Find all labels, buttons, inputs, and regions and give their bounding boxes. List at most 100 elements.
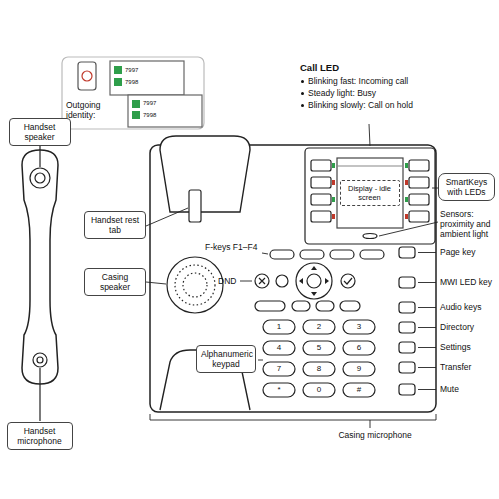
casing-speaker-grille	[167, 257, 223, 313]
screen-number: 7998	[143, 112, 173, 118]
side-key	[399, 362, 415, 373]
key-digit: *	[263, 386, 295, 394]
side-keys	[399, 247, 436, 395]
leader-line	[418, 327, 436, 328]
smart-key-led	[405, 163, 408, 168]
smartkeys	[311, 160, 429, 222]
handset-speaker-grille	[30, 168, 50, 188]
screen-bezel	[305, 148, 435, 244]
callout-label: Settings	[440, 342, 498, 352]
box-label: Display - idle screen	[345, 184, 395, 202]
leader-line	[39, 368, 40, 421]
screen-number: 7997	[125, 67, 155, 73]
box-label: Handset microphone	[12, 426, 68, 446]
box-label: SmartKeys with LEDs	[443, 177, 490, 197]
side-key	[399, 247, 415, 258]
f-key	[300, 250, 324, 259]
key-digit: 0	[303, 386, 335, 394]
screen-number: 7998	[125, 79, 155, 85]
audio-key	[255, 301, 285, 311]
callout-box: Casing speaker	[84, 268, 146, 296]
smart-key	[311, 177, 331, 188]
handset-cradle	[160, 350, 250, 410]
speaker-holes	[183, 273, 207, 297]
dnd-key	[276, 275, 288, 287]
callout-box: SmartKeys with LEDs	[438, 173, 495, 201]
callout-box: Handset rest tab	[84, 211, 146, 239]
leader-line	[418, 389, 436, 390]
key-digit: 1	[263, 323, 295, 331]
box-label: Casing speaker	[89, 272, 141, 292]
key-digit: #	[343, 386, 375, 394]
side-key	[399, 384, 415, 395]
mini-screen	[110, 61, 184, 95]
keypad-key	[263, 341, 295, 355]
callout-label: Page key	[440, 247, 498, 257]
keypad-key	[263, 383, 295, 397]
key-digit: 4	[263, 344, 295, 352]
leader-line	[418, 282, 436, 283]
screen-number: 7997	[143, 100, 173, 106]
side-key	[399, 302, 415, 313]
callout-label: Outgoing identity:	[66, 100, 112, 120]
callout-label: DND	[218, 276, 240, 286]
callout-note: Blinking fast: Incoming call	[300, 76, 458, 86]
keypad-key	[303, 383, 335, 397]
mini-icon	[132, 111, 140, 119]
keypad-keys	[263, 320, 375, 397]
handset-mic-inner	[37, 357, 43, 363]
f-key	[270, 250, 294, 259]
key-digit: 3	[343, 323, 375, 331]
nav-ring	[296, 263, 332, 299]
leader-line	[258, 360, 263, 361]
side-key	[399, 277, 415, 288]
nav-icon-ring	[82, 71, 92, 81]
callout-label: Casing microphone	[325, 430, 425, 440]
callout-label: Mute	[440, 384, 498, 394]
mini-icon	[132, 100, 140, 108]
keypad-key	[263, 320, 295, 334]
keypad-key	[343, 383, 375, 397]
callout-box: Handset speaker	[9, 118, 71, 146]
key-digit: 9	[343, 365, 375, 373]
audio-key	[292, 301, 310, 311]
smart-key-led	[332, 180, 335, 185]
leader-line	[240, 281, 252, 282]
keypad-key	[303, 362, 335, 376]
box-label: Alphanumeric keypad	[201, 349, 251, 369]
handset-rest	[160, 136, 250, 212]
smart-key-led	[332, 163, 335, 168]
microphone-bracket	[150, 414, 436, 428]
box-label: Handset rest tab	[89, 215, 141, 235]
leader-line	[418, 307, 436, 308]
keypad-key	[343, 320, 375, 334]
key-digit: 7	[263, 365, 295, 373]
side-key	[399, 322, 415, 333]
display	[337, 158, 403, 228]
leader-line	[146, 282, 166, 284]
handset-speaker-inner	[35, 173, 45, 183]
smart-key	[409, 177, 429, 188]
nav-ok	[307, 274, 321, 288]
nav-arrows	[299, 266, 329, 296]
handset-mic-grille	[33, 353, 47, 367]
leader-line	[379, 222, 438, 236]
cancel-symbol	[259, 278, 265, 284]
key-digit: 8	[303, 365, 335, 373]
keypad-key	[263, 362, 295, 376]
status-bar	[337, 165, 403, 166]
smart-key	[409, 160, 429, 171]
leader-line	[262, 253, 268, 254]
identity-frame	[62, 57, 204, 129]
key-digit: 5	[303, 344, 335, 352]
sensor-window	[363, 234, 377, 239]
rest-tab	[189, 190, 201, 222]
audio-key	[340, 301, 360, 311]
mini-screen	[128, 95, 202, 127]
box-label: Handset speaker	[14, 122, 66, 142]
smart-key	[311, 160, 331, 171]
cancel-key	[255, 274, 269, 288]
smart-key-led	[405, 214, 408, 219]
key-digit: 2	[303, 323, 335, 331]
smart-key	[409, 194, 429, 205]
